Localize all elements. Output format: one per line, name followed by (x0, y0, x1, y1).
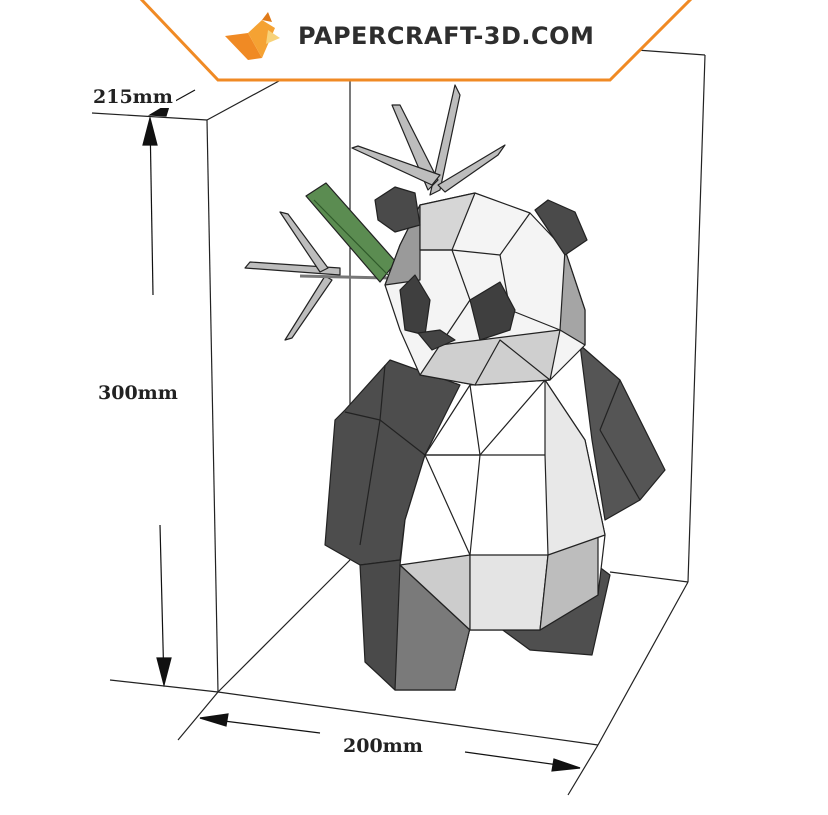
right-ear (534, 199, 588, 256)
width-label: 200mm (340, 735, 426, 757)
origami-fox-icon (225, 12, 280, 60)
brand-banner (139, 0, 693, 82)
height-label: 300mm (95, 382, 181, 404)
arrow-left-icon (199, 713, 229, 727)
arrow-right-icon (551, 758, 581, 772)
brand-name: PAPERCRAFT-3D.COM (298, 22, 595, 50)
panda-nose (417, 329, 456, 351)
arrow-up-icon (142, 115, 158, 146)
arrow-down-icon (156, 657, 172, 688)
panda-model (244, 84, 666, 691)
left-ear (374, 186, 421, 233)
right-eye-patch (469, 281, 516, 341)
bamboo-leaves (244, 84, 506, 341)
left-eye-patch (399, 274, 431, 336)
depth-label: 215mm (90, 86, 176, 108)
